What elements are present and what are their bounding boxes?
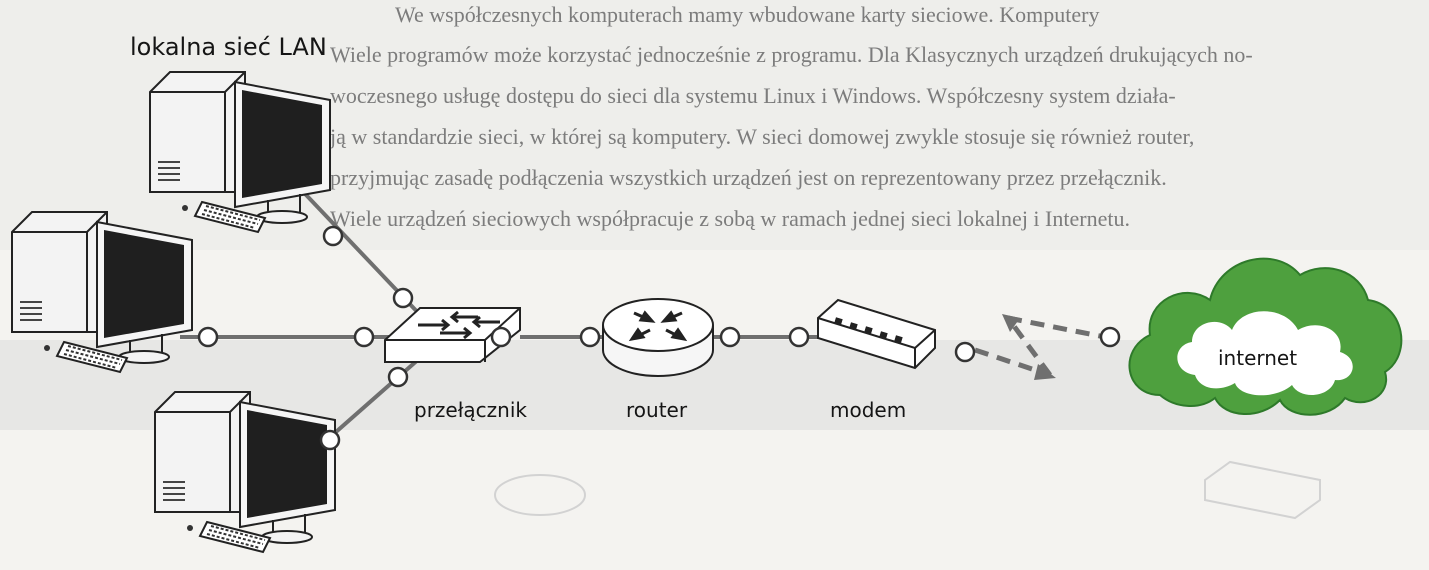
node-router-right [719,326,741,348]
bg-line-4: ją w standardzie sieci, w której są komp… [329,124,1194,149]
wireless-dash-3 [1007,315,1106,340]
label-modem: modem [830,398,906,422]
diagram-title: lokalna sieć LAN [130,33,327,61]
node-switch-right [490,326,512,348]
label-internet: internet [1218,346,1297,370]
connector-nodes [197,225,1121,451]
node-switch-top [392,287,414,309]
arrowhead-2 [1002,314,1020,332]
switch-icon [384,307,521,363]
wireless-dash-2 [1005,316,1053,377]
node-pc2 [197,326,219,348]
bg-line-6: Wiele urządzeń sieciowych współpracuje z… [330,206,1130,231]
bg-line-5: przyjmując zasadę podłączenia wszystkich… [330,165,1167,190]
bg-line-3: woczesnego usługę dostępu do sieci dla s… [330,83,1176,108]
wireless-dash-1 [974,347,1051,378]
node-switch-bottom [387,366,409,388]
background-bottom-shapes [494,460,1321,520]
label-router: router [626,398,688,422]
node-pc3 [319,429,341,451]
node-router-left [579,326,601,348]
node-modem-right [954,341,976,363]
node-cloud [1099,326,1121,348]
router-icon [602,298,714,377]
cloud-icon [1128,257,1403,416]
modem-icon [817,298,936,370]
wireless-link [974,315,1106,378]
bg-line-1: We współczesnych komputerach mamy wbudow… [395,2,1099,27]
wireless-arrowheads [1002,314,1056,380]
label-switch: przełącznik [414,398,527,422]
node-modem-left [788,326,810,348]
node-pc1 [322,225,344,247]
arrowhead-1 [1034,364,1056,380]
bg-line-2: Wiele programów może korzystać jednocześ… [330,42,1253,67]
computer-icon-3 [154,391,336,553]
node-switch-left [353,326,375,348]
